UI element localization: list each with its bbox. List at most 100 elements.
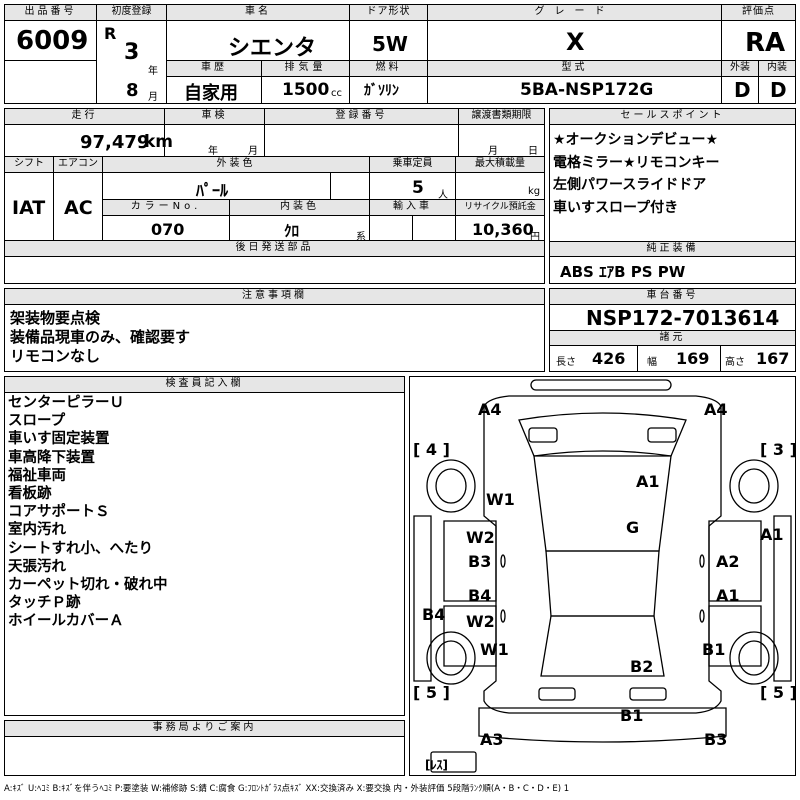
damage-mark: B1 [620,706,644,725]
import-label: 輸入車 [370,200,456,216]
capacity-label: 乗車定員 [370,157,456,173]
reg-no-label: 登録番号 [265,109,459,125]
transfer-day-unit: 日 [528,146,538,157]
ext-score-label: 外装 [722,61,759,77]
damage-mark: [ 5 ] [760,683,797,702]
car-diagram-block [409,376,796,776]
ac: AC [64,197,93,219]
model-label: 型式 [428,61,722,77]
damage-mark: A1 [760,525,784,544]
damage-mark: B3 [468,552,492,571]
damage-mark: B3 [704,730,728,749]
inspector-item: スロープ [8,413,66,430]
ext-color-label: 外装色 [103,157,370,173]
damage-mark: [ﾚｽ] [425,758,448,772]
damage-mark: B4 [468,586,492,605]
later-parts-label: 後日発送部品 [5,241,544,257]
capacity-unit: 人 [438,190,448,201]
inspector-item: 看板跡 [8,486,52,503]
damage-mark: W1 [486,490,515,509]
damage-mark: A1 [636,472,660,491]
month-unit: 月 [148,92,158,103]
color-no-label: カラーNo. [103,200,230,216]
equipment: ABS ｴｱB PS PW [560,263,686,281]
inspector-item: シートすれ小、へたり [8,540,153,557]
chassis-number: NSP172-7013614 [586,306,780,330]
inspector-block [4,376,405,716]
lot-number: 6009 [16,26,89,56]
width: 169 [676,349,710,368]
office-label: 事務局よりご案内 [5,721,404,737]
color-no: 070 [151,220,185,239]
office-block [4,720,405,776]
specs-label: 諸元 [550,330,795,346]
damage-mark: A4 [478,400,502,419]
inspector-item: センターピラーＵ [8,395,124,411]
sales-block [549,108,796,284]
lot-label: 出品番号 [5,5,97,21]
damage-mark: W1 [480,640,509,659]
damage-mark: [ 3 ] [760,440,797,459]
note-item: 装備品現車のみ、確認要す [10,328,191,346]
car-name: シエンタ [228,36,317,61]
max-load-unit: kg [528,186,541,197]
damage-mark: W2 [466,612,495,631]
damage-mark: B1 [702,640,726,659]
year-unit: 年 [148,66,158,77]
reg-year: 3 [124,40,140,65]
length: 426 [592,349,626,368]
windshield-outline [518,412,687,457]
inspection-label: 車検 [165,109,265,125]
inspector-item: 天張汚れ [8,558,66,575]
damage-mark: A2 [716,552,740,571]
grade-label: グレード [428,5,722,21]
inspector-item: 車いす固定装置 [8,431,110,448]
inspection-month-unit: 月 [248,146,258,157]
recycle-unit: 円 [530,232,540,243]
inspector-item: 室内汚れ [8,522,66,539]
door-label: ドア形状 [350,5,428,21]
rear-bumper-outline [478,707,727,743]
inspector-item: タッチＰ跡 [8,595,81,612]
history-label: 車歴 [167,61,262,77]
sales-point: 車いすスロープ付き [553,199,679,216]
detail-block [4,108,545,284]
max-load-label: 最大積載量 [456,157,544,173]
ext-color: ﾊﾟｰﾙ [196,181,229,200]
mileage: 97,479 [80,132,150,153]
damage-mark: A3 [480,730,504,749]
mileage-unit: km [144,132,174,152]
notes-block [4,288,545,372]
chassis-label: 車台番号 [550,289,795,305]
car-name-label: 車名 [167,5,350,21]
int-color-label: 内装色 [230,200,370,216]
note-item: 架装物要点検 [10,309,101,327]
damage-mark: W2 [466,528,495,547]
inspector-label: 検査員記入欄 [5,377,404,393]
sales-points-list: ★オークションデビュー★ 電格ミラー★リモコンキー 左側パワースライドドア 車い… [553,129,720,219]
transfer-label: 譲渡書類期限 [459,109,544,125]
mileage-label: 走行 [5,109,165,125]
int-color-unit: 系 [356,232,366,243]
damage-mark: B4 [422,605,446,624]
inspector-item: 車高降下装置 [8,449,95,466]
grade: X [566,28,585,56]
int-score-label: 内装 [759,61,795,77]
transfer-month-unit: 月 [488,146,498,157]
top-block [4,4,796,104]
note-item: リモコンなし [10,347,101,365]
displacement: 1500 [282,80,330,100]
sales-point: 電格ミラー★リモコンキー [553,154,720,171]
car-diagram [413,379,792,773]
inspector-item: カーペット切れ・破れ中 [8,577,168,594]
displacement-unit: cc [331,88,342,99]
int-color: ｸﾛ [284,222,300,240]
recycle: 10,360 [472,220,534,239]
capacity: 5 [412,178,424,198]
inspector-list: センターピラーＵ スロープ 車いす固定装置 車高降下装置 福祉車両 看板跡 コア… [8,394,168,631]
displacement-label: 排気量 [262,61,350,77]
recycle-label: リサイクル預託金 [456,200,544,216]
inspector-item: コアサポートＳ [8,504,110,521]
model: 5BA-NSP172G [520,80,654,100]
